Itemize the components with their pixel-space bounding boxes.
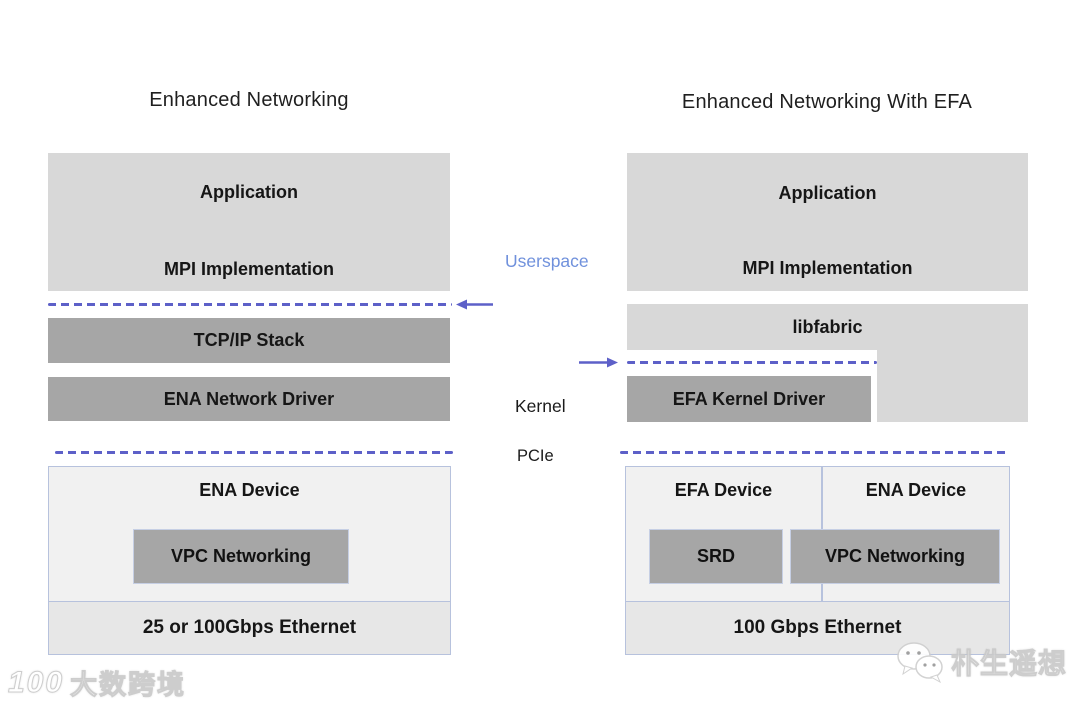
left-ethernet-row: 25 or 100Gbps Ethernet <box>49 601 450 654</box>
efa-device-cell: EFA Device <box>626 467 821 601</box>
left-ena-driver-box: ENA Network Driver <box>48 377 450 421</box>
pcie-label: PCIe <box>517 447 554 465</box>
right-diagram-title: Enhanced Networking With EFA <box>681 91 973 113</box>
efa-ena-device-area: EFA Device ENA Device SRD VPC Networking <box>626 467 1009 601</box>
libfabric-box: libfabric <box>627 304 1028 350</box>
wechat-icon <box>897 642 943 683</box>
right-userspace-kernel-divider <box>627 361 877 364</box>
bottom-right-watermark: 朴生遥想 <box>895 641 1067 683</box>
hundred-logo-icon: 100 <box>7 665 65 699</box>
right-pcie-divider <box>620 451 1010 454</box>
right-application-box: Application <box>627 153 1028 251</box>
left-application-box: Application <box>48 153 450 250</box>
bottom-left-watermark-text: 大数跨境 <box>70 670 187 701</box>
left-userspace-kernel-divider <box>48 303 452 306</box>
left-diagram-title: Enhanced Networking <box>149 89 349 111</box>
bottom-left-watermark: 100 大数跨境 <box>7 663 187 702</box>
bottom-right-watermark-text: 朴生遥想 <box>950 648 1068 680</box>
efa-device-label: EFA Device <box>674 480 773 500</box>
ena-device-area: ENA Device VPC Networking <box>49 467 450 601</box>
srd-box: SRD <box>649 529 783 584</box>
kernel-label: Kernel <box>515 396 566 416</box>
left-tcpip-box: TCP/IP Stack <box>48 318 450 363</box>
right-vpc-networking-box: VPC Networking <box>790 529 1000 584</box>
libfabric-right-extension <box>877 350 1028 422</box>
userspace-label: Userspace <box>505 251 589 271</box>
ena-device-cell: ENA Device <box>821 467 1011 601</box>
right-ena-device-label: ENA Device <box>865 480 967 500</box>
right-ethernet-row: 100 Gbps Ethernet <box>626 601 1009 654</box>
right-device-container: EFA Device ENA Device SRD VPC Networking… <box>625 466 1010 655</box>
left-mpi-box: MPI Implementation <box>48 247 450 291</box>
efa-kernel-driver-box: EFA Kernel Driver <box>627 376 871 422</box>
right-arrow-icon <box>579 357 618 368</box>
left-vpc-networking-box: VPC Networking <box>133 529 349 584</box>
left-device-container: ENA Device VPC Networking 25 or 100Gbps … <box>48 466 451 655</box>
ena-device-label: ENA Device <box>199 480 300 500</box>
left-pcie-divider <box>55 451 453 454</box>
right-mpi-box: MPI Implementation <box>627 246 1028 291</box>
left-arrow-icon <box>456 299 493 310</box>
